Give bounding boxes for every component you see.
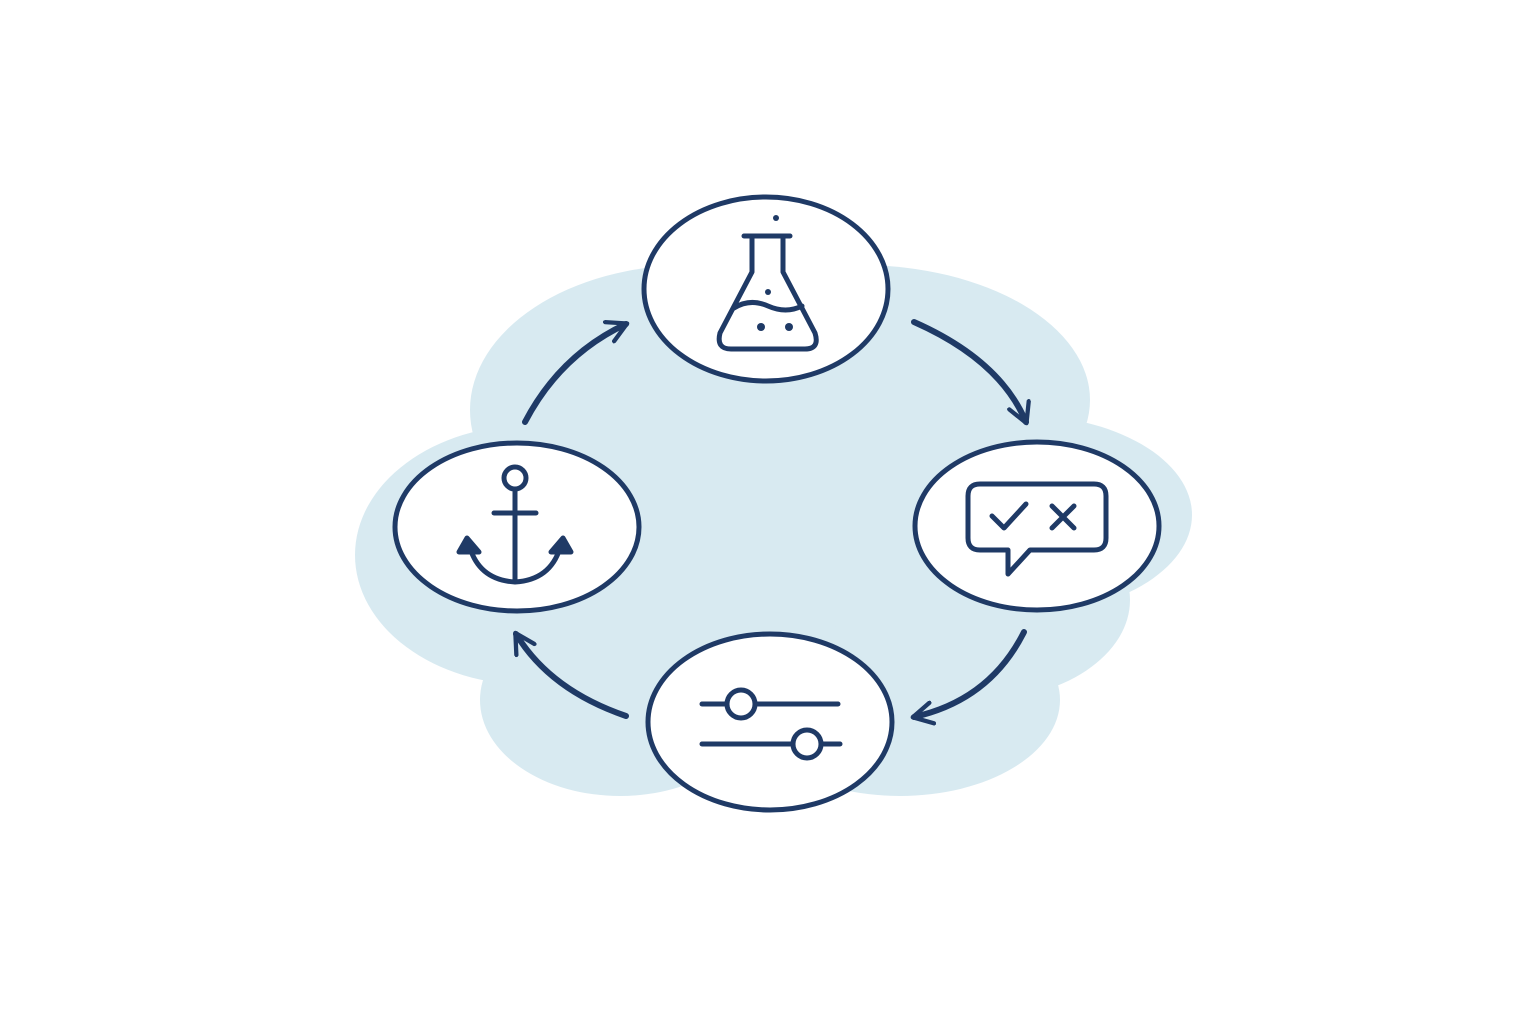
arrow-adjust-to-anchor bbox=[513, 634, 629, 719]
node-evaluate bbox=[912, 439, 1162, 613]
flask-icon bbox=[716, 215, 819, 352]
node-experiment bbox=[641, 194, 891, 384]
check-cross-speech-bubble-icon bbox=[965, 481, 1109, 577]
arrow-evaluate-to-adjust bbox=[914, 629, 1027, 717]
cross-mark-icon bbox=[1049, 503, 1077, 531]
anchor-icon bbox=[456, 464, 574, 585]
node-adjust bbox=[645, 631, 895, 813]
flow-arrows bbox=[513, 319, 1027, 719]
node-anchor bbox=[392, 440, 642, 614]
sliders-icon bbox=[699, 687, 843, 761]
arrow-experiment-to-evaluate bbox=[911, 319, 1026, 422]
check-mark-icon bbox=[989, 501, 1029, 531]
arrow-anchor-to-experiment bbox=[522, 324, 626, 425]
